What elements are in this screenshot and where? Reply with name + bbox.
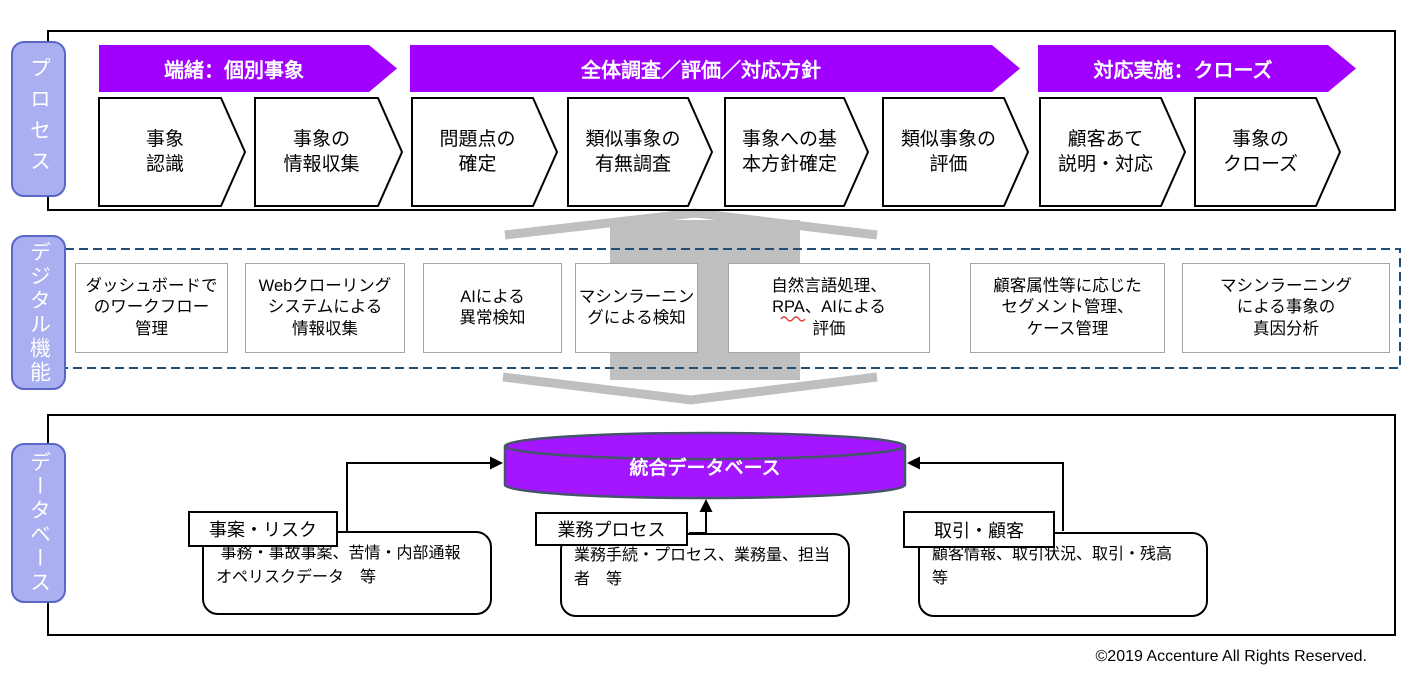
database-cylinder-top (503, 431, 907, 461)
process-step-shape-1 (98, 97, 247, 207)
process-step-shape-2 (254, 97, 404, 207)
digital-function-box-3: AIによる 異常検知 (423, 263, 562, 353)
digital-function-box-5: 自然言語処理、 RPA、AIによる 評価 (728, 263, 930, 353)
spellcheck-squiggle (780, 316, 806, 322)
process-step-label-7: 顧客あて 説明・対応 (1057, 128, 1153, 175)
banner-label-2: 全体調査／評価／対応方針 (581, 60, 821, 82)
banner-shape-1 (99, 45, 397, 92)
process-step-label-2: 事象の 情報収集 (283, 128, 360, 175)
process-step-shape-6 (882, 97, 1030, 207)
banner-label-1: 端緒：個別事象 (164, 60, 304, 82)
flow-arrow-top-chevron (504, 208, 878, 240)
process-step-shape-7 (1039, 97, 1187, 207)
digital-function-box-6: 顧客属性等に応じた セグメント管理、 ケース管理 (970, 263, 1165, 353)
source-label-2: 業務プロセス (535, 512, 688, 546)
process-band-label: プロセス (11, 41, 66, 197)
process-step-label-4: 類似事象の 有無調査 (585, 128, 681, 175)
digital-function-box-2: Webクローリング システムによる 情報収集 (245, 263, 405, 353)
connector-left (346, 462, 492, 531)
digital-function-box-1: ダッシュボードで のワークフロー 管理 (75, 263, 228, 353)
banner-shape-2 (410, 45, 1020, 92)
database-band-label: データベース (11, 443, 66, 603)
banner-label-3: 対応実施：クローズ (1093, 60, 1273, 82)
process-step-shape-8 (1194, 97, 1342, 207)
digital-function-box-4: マシンラーニン グによる検知 (575, 263, 698, 353)
process-step-shape-5 (724, 97, 870, 207)
process-step-label-1: 事象 認識 (145, 128, 184, 175)
process-step-shape-4 (567, 97, 714, 207)
database-label: 統合データベース (629, 457, 781, 479)
process-step-label-8: 事象の クローズ (1222, 128, 1299, 175)
connector-left-arrowhead (490, 456, 503, 470)
process-step-label-5: 事象への基 本方針確定 (741, 128, 837, 175)
banner-shape-3 (1038, 45, 1356, 92)
digital-band-label: デジタル機能 (11, 235, 66, 390)
copyright-notice: ©2019 Accenture All Rights Reserved. (1095, 648, 1368, 665)
source-note-2: 業務手続・プロセス、業務量、担当 者 等 (560, 533, 850, 617)
connector-right-arrowhead (907, 456, 920, 470)
process-step-shape-3 (411, 97, 559, 207)
flow-arrow-bottom-chevron (502, 372, 878, 405)
process-step-label-6: 類似事象の 評価 (900, 128, 996, 175)
digital-function-box-7: マシンラーニング による事象の 真因分析 (1182, 263, 1390, 353)
source-label-1: 事案・リスク (188, 511, 338, 547)
process-step-label-3: 問題点の 確定 (439, 128, 516, 175)
connector-middle-arrowhead (699, 499, 713, 512)
connector-right (918, 462, 1064, 531)
source-label-3: 取引・顧客 (903, 511, 1055, 548)
